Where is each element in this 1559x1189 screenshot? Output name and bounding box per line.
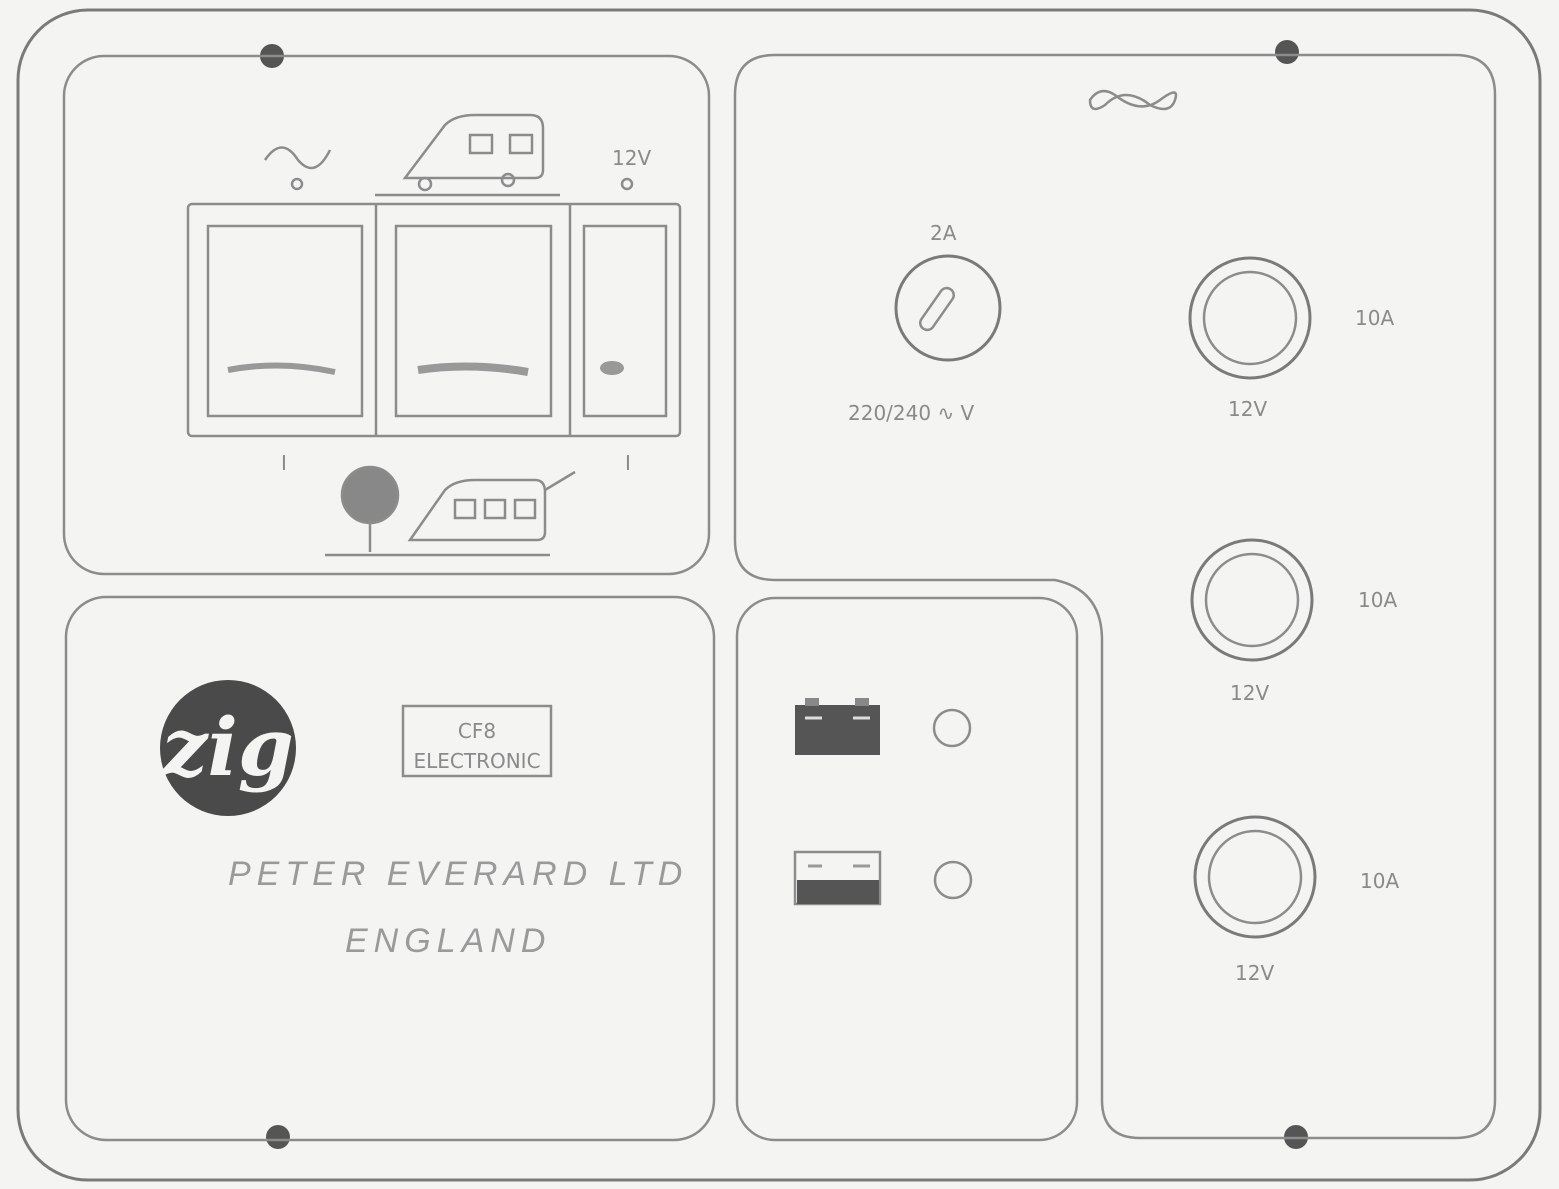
leisure-battery-icon [795,698,880,755]
dc-fuse-3-voltage: 12V [1235,961,1274,985]
dc-fuse-1-rating: 10A [1355,306,1394,330]
model-line-2: ELECTRONIC [413,749,540,773]
leisure-battery-indicator-lamp [932,708,972,748]
fuse-symbol-icon [1088,89,1178,111]
mains-rocker-switch[interactable] [206,224,364,418]
mode-rocker-switch[interactable] [394,224,553,418]
caravan-towed-icon [375,113,560,197]
vehicle-battery-icon [793,850,882,906]
svg-text:zig: zig [160,700,294,794]
mains-fuse-holder[interactable] [894,254,1002,362]
mains-switch-on-mark: I [281,451,287,475]
ac-sine-icon [263,146,332,170]
fuse-panel [733,53,1497,1140]
dc-fuse-2-rating: 10A [1358,588,1397,612]
dc-fuse-holder-2[interactable] [1190,538,1314,662]
dc-fuse-holder-1[interactable] [1188,256,1312,380]
indicator-dot-dc [620,177,634,191]
outer-plate [16,8,1542,1182]
screw-top-right [1275,40,1299,64]
branding-panel [64,595,716,1142]
vehicle-battery-indicator-lamp [933,860,973,900]
battery-panel [735,596,1079,1142]
model-line-1: CF8 [458,719,496,743]
model-badge [401,704,553,778]
screw-bottom-left [266,1125,290,1149]
company-name: PETER EVERARD LTD [228,855,688,893]
dc-switch-label: 12V [612,146,651,170]
caravan-parked-icon [325,465,576,557]
country-label: ENGLAND [345,922,551,960]
zig-logo: zig [160,680,296,816]
dc-fuse-3-rating: 10A [1360,869,1399,893]
indicator-dot-ac [290,177,304,191]
mains-fuse-rating: 2A [930,221,957,245]
switch-block [186,202,682,438]
dc-fuse-2-voltage: 12V [1230,681,1269,705]
mains-voltage-label: 220/240 ∿ V [848,401,975,425]
dc-rocker-switch[interactable] [582,224,668,418]
dc-switch-on-mark: I [625,451,631,475]
dc-fuse-1-voltage: 12V [1228,397,1267,421]
dc-fuse-holder-3[interactable] [1193,815,1317,939]
switch-panel [62,54,711,576]
